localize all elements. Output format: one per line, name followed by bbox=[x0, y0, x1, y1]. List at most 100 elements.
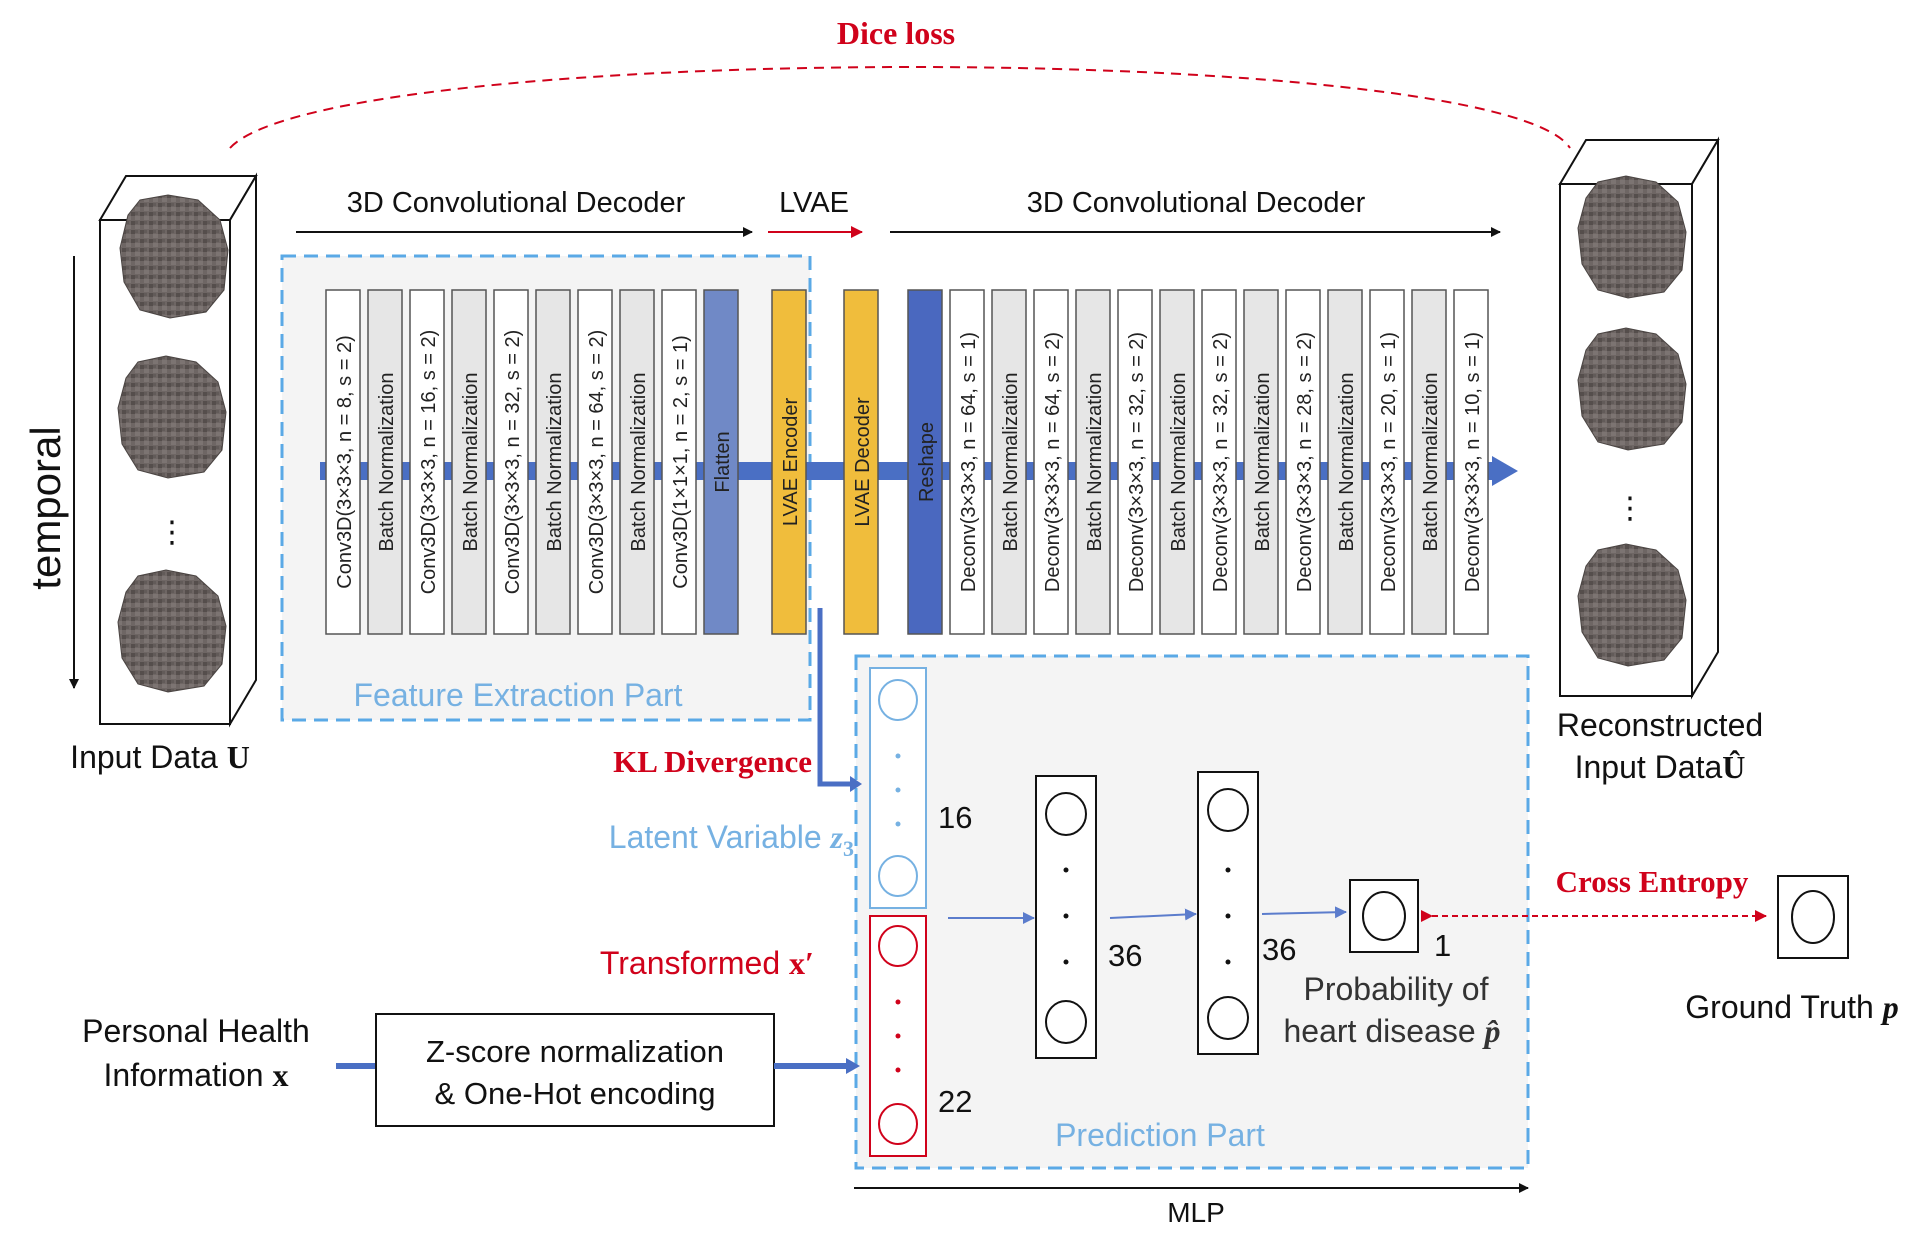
reshape-block-label: Reshape bbox=[916, 422, 938, 502]
transformed-node-top bbox=[878, 925, 918, 967]
input-ellipsis: ⋮ bbox=[157, 516, 187, 549]
encoder-layer-flatten bbox=[703, 289, 739, 635]
decoder-layer-conv bbox=[1285, 289, 1321, 635]
ground-truth-node bbox=[1791, 890, 1835, 944]
lvae-decoder-block-label: LVAE Decoder bbox=[852, 397, 874, 527]
decoder-layer-conv-label: Deconv(3×3×3, n = 64, s = 2) bbox=[1042, 332, 1064, 592]
hidden2-node-top bbox=[1207, 788, 1249, 832]
decoder-layer-bn-label: Batch Normalization bbox=[1252, 373, 1274, 552]
hidden1-dot bbox=[1063, 959, 1069, 965]
hidden-layer-2 bbox=[1197, 771, 1259, 1055]
encoder-header-label: 3D Convolutional Decoder bbox=[347, 187, 686, 219]
hidden1-count: 36 bbox=[1108, 938, 1142, 973]
decoder-layer-conv bbox=[949, 289, 985, 635]
output-count: 1 bbox=[1434, 928, 1451, 963]
decoder-layer-bn-label: Batch Normalization bbox=[1084, 373, 1106, 552]
output-heart-1 bbox=[1577, 175, 1687, 299]
lvae-encoder-block bbox=[771, 289, 807, 635]
probability-line2: heart disease p̂ bbox=[1283, 1013, 1500, 1049]
decoder-layer-conv-label: Deconv(3×3×3, n = 64, s = 1) bbox=[958, 332, 980, 592]
latent-count: 16 bbox=[938, 800, 972, 835]
encoder-layer-conv bbox=[661, 289, 697, 635]
decoder-layer-bn-label: Batch Normalization bbox=[1336, 373, 1358, 552]
input-data-label: Input Data U bbox=[70, 739, 250, 775]
encoder-layer-conv bbox=[325, 289, 361, 635]
encoder-layer-conv-label: Conv3D(3×3×3, n = 16, s = 2) bbox=[418, 330, 440, 595]
output-heart-3 bbox=[1577, 543, 1687, 667]
reconstructed-label-line1: Reconstructed bbox=[1557, 707, 1763, 743]
ground-truth-box bbox=[1777, 875, 1849, 959]
output-ellipsis: ⋮ bbox=[1615, 492, 1645, 525]
normalization-line1: Z-score normalization bbox=[426, 1034, 724, 1069]
encoder-layer-flatten-label: Flatten bbox=[712, 431, 734, 492]
encoder-layer-bn-label: Batch Normalization bbox=[460, 373, 482, 552]
encoder-layer-conv-label: Conv3D(1×1×1, n = 2, s = 1) bbox=[670, 335, 692, 589]
hidden2-dot bbox=[1225, 867, 1231, 873]
mlp-arrow-3 bbox=[1261, 906, 1347, 919]
decoder-layer-conv bbox=[1201, 289, 1237, 635]
hidden1-node-top bbox=[1045, 792, 1087, 836]
mlp-label: MLP bbox=[1167, 1197, 1225, 1228]
feature-extraction-label: Feature Extraction Part bbox=[353, 677, 682, 713]
decoder-layer-bn bbox=[991, 289, 1027, 635]
norm-to-transformed-head bbox=[846, 1058, 860, 1074]
dice-loss-label: Dice loss bbox=[837, 15, 955, 51]
reconstructed-label-line2: Input DataÛ bbox=[1575, 749, 1746, 785]
input-heart-3 bbox=[117, 569, 227, 693]
decoder-layer-bn-label: Batch Normalization bbox=[1420, 373, 1442, 552]
decoder-layer-bn bbox=[1243, 289, 1279, 635]
decoder-layer-bn bbox=[1075, 289, 1111, 635]
ground-truth-label: Ground Truth p bbox=[1685, 989, 1898, 1025]
latent-dot bbox=[895, 753, 901, 759]
temporal-label: temporal bbox=[22, 426, 69, 589]
personal-health-line2: Information x bbox=[104, 1057, 289, 1093]
hidden1-dot bbox=[1063, 867, 1069, 873]
hidden2-dot bbox=[1225, 959, 1231, 965]
lvae-header-label: LVAE bbox=[779, 187, 849, 219]
normalization-box bbox=[375, 1013, 775, 1127]
latent-dot bbox=[895, 821, 901, 827]
decoder-layer-conv-label: Deconv(3×3×3, n = 32, s = 2) bbox=[1126, 332, 1148, 592]
input-heart-1 bbox=[119, 194, 229, 319]
encoder-layer-bn bbox=[535, 289, 571, 635]
transformed-dot bbox=[895, 1067, 901, 1073]
hidden2-node-bottom bbox=[1207, 996, 1249, 1040]
encoder-layer-bn-label: Batch Normalization bbox=[376, 373, 398, 552]
kl-connector bbox=[817, 608, 856, 787]
decoder-layer-bn bbox=[1159, 289, 1195, 635]
encoder-layer-conv-label: Conv3D(3×3×3, n = 64, s = 2) bbox=[586, 330, 608, 595]
transformed-count: 22 bbox=[938, 1084, 972, 1119]
output-volume: ⋮ bbox=[1558, 136, 1720, 700]
decoder-layer-conv-label: Deconv(3×3×3, n = 28, s = 2) bbox=[1294, 332, 1316, 592]
output-neuron-box bbox=[1349, 879, 1419, 953]
encoder-layer-bn bbox=[619, 289, 655, 635]
encoder-layer-conv bbox=[493, 289, 529, 635]
encoder-layer-conv-label: Conv3D(3×3×3, n = 8, s = 2) bbox=[334, 335, 356, 589]
decoder-layer-bn-label: Batch Normalization bbox=[1168, 373, 1190, 552]
output-heart-2 bbox=[1577, 327, 1687, 451]
hidden1-node-bottom bbox=[1045, 1000, 1087, 1044]
hidden1-dot bbox=[1063, 913, 1069, 919]
latent-node-bottom bbox=[878, 855, 918, 897]
decoder-layer-conv bbox=[1033, 289, 1069, 635]
decoder-layer-conv-label: Deconv(3×3×3, n = 10, s = 1) bbox=[1462, 332, 1484, 592]
prediction-label: Prediction Part bbox=[1055, 1117, 1265, 1153]
layer-stack: Conv3D(3×3×3, n = 8, s = 2) Batch Normali… bbox=[325, 289, 1489, 635]
encoder-layer-bn bbox=[367, 289, 403, 635]
decoder-layer-bn bbox=[1411, 289, 1447, 635]
probability-line1: Probability of bbox=[1304, 971, 1489, 1007]
decoder-layer-conv-label: Deconv(3×3×3, n = 20, s = 1) bbox=[1378, 332, 1400, 592]
input-heart-2 bbox=[117, 355, 227, 479]
latent-dot bbox=[895, 787, 901, 793]
encoder-layer-conv bbox=[409, 289, 445, 635]
normalization-line2: & One-Hot encoding bbox=[435, 1076, 716, 1111]
transformed-node-bottom bbox=[878, 1103, 918, 1145]
kl-connector-head bbox=[850, 776, 862, 792]
decoder-layer-bn-label: Batch Normalization bbox=[1000, 373, 1022, 552]
latent-node-top bbox=[878, 679, 918, 721]
encoder-layer-bn-label: Batch Normalization bbox=[544, 373, 566, 552]
decoder-header-label: 3D Convolutional Decoder bbox=[1027, 187, 1366, 219]
encoder-layer-conv bbox=[577, 289, 613, 635]
lvae-encoder-block-label: LVAE Encoder bbox=[780, 398, 802, 527]
